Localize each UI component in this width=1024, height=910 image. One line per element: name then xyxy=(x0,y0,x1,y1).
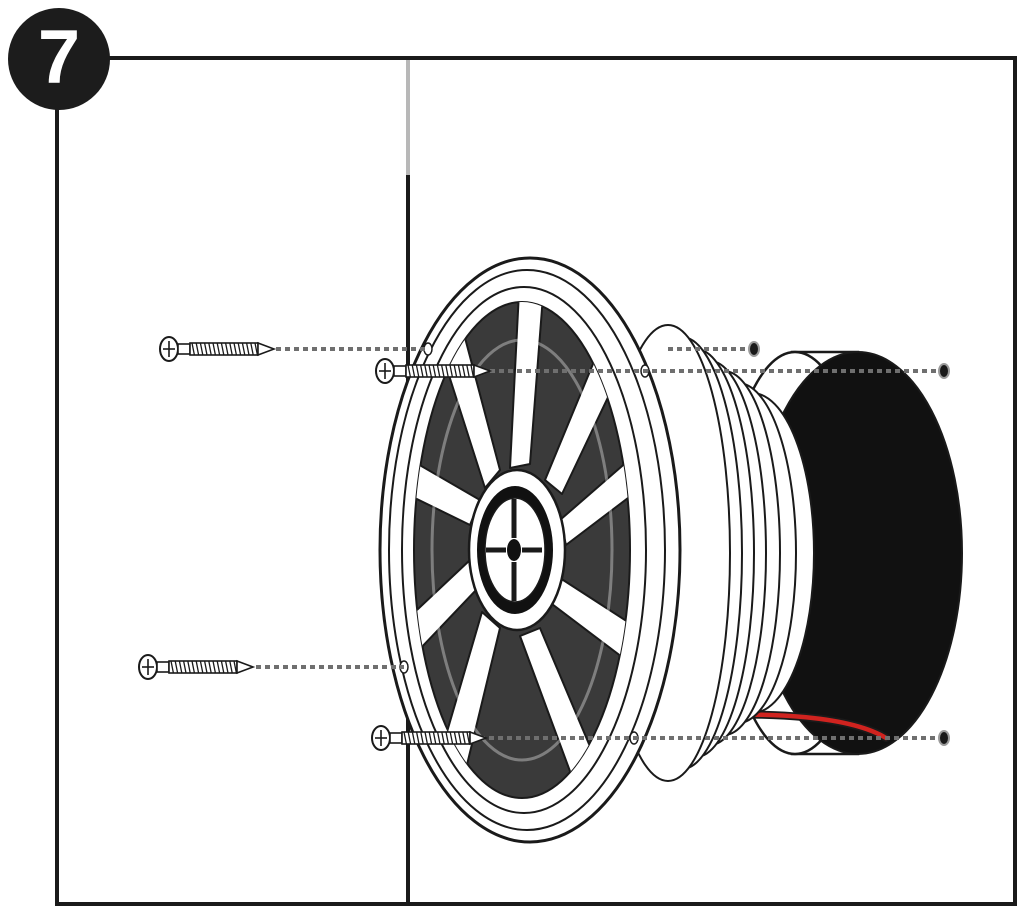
step-number-label: 7 xyxy=(37,15,81,100)
speaker-tweeter xyxy=(467,468,567,632)
step-number-badge: 7 xyxy=(8,8,110,110)
screw-icon xyxy=(138,654,256,680)
screw-icon xyxy=(159,336,277,362)
screw-icon xyxy=(371,725,489,751)
stud-marker-icons xyxy=(748,341,950,746)
alignment-guides xyxy=(256,347,940,740)
screw-icon xyxy=(375,358,493,384)
